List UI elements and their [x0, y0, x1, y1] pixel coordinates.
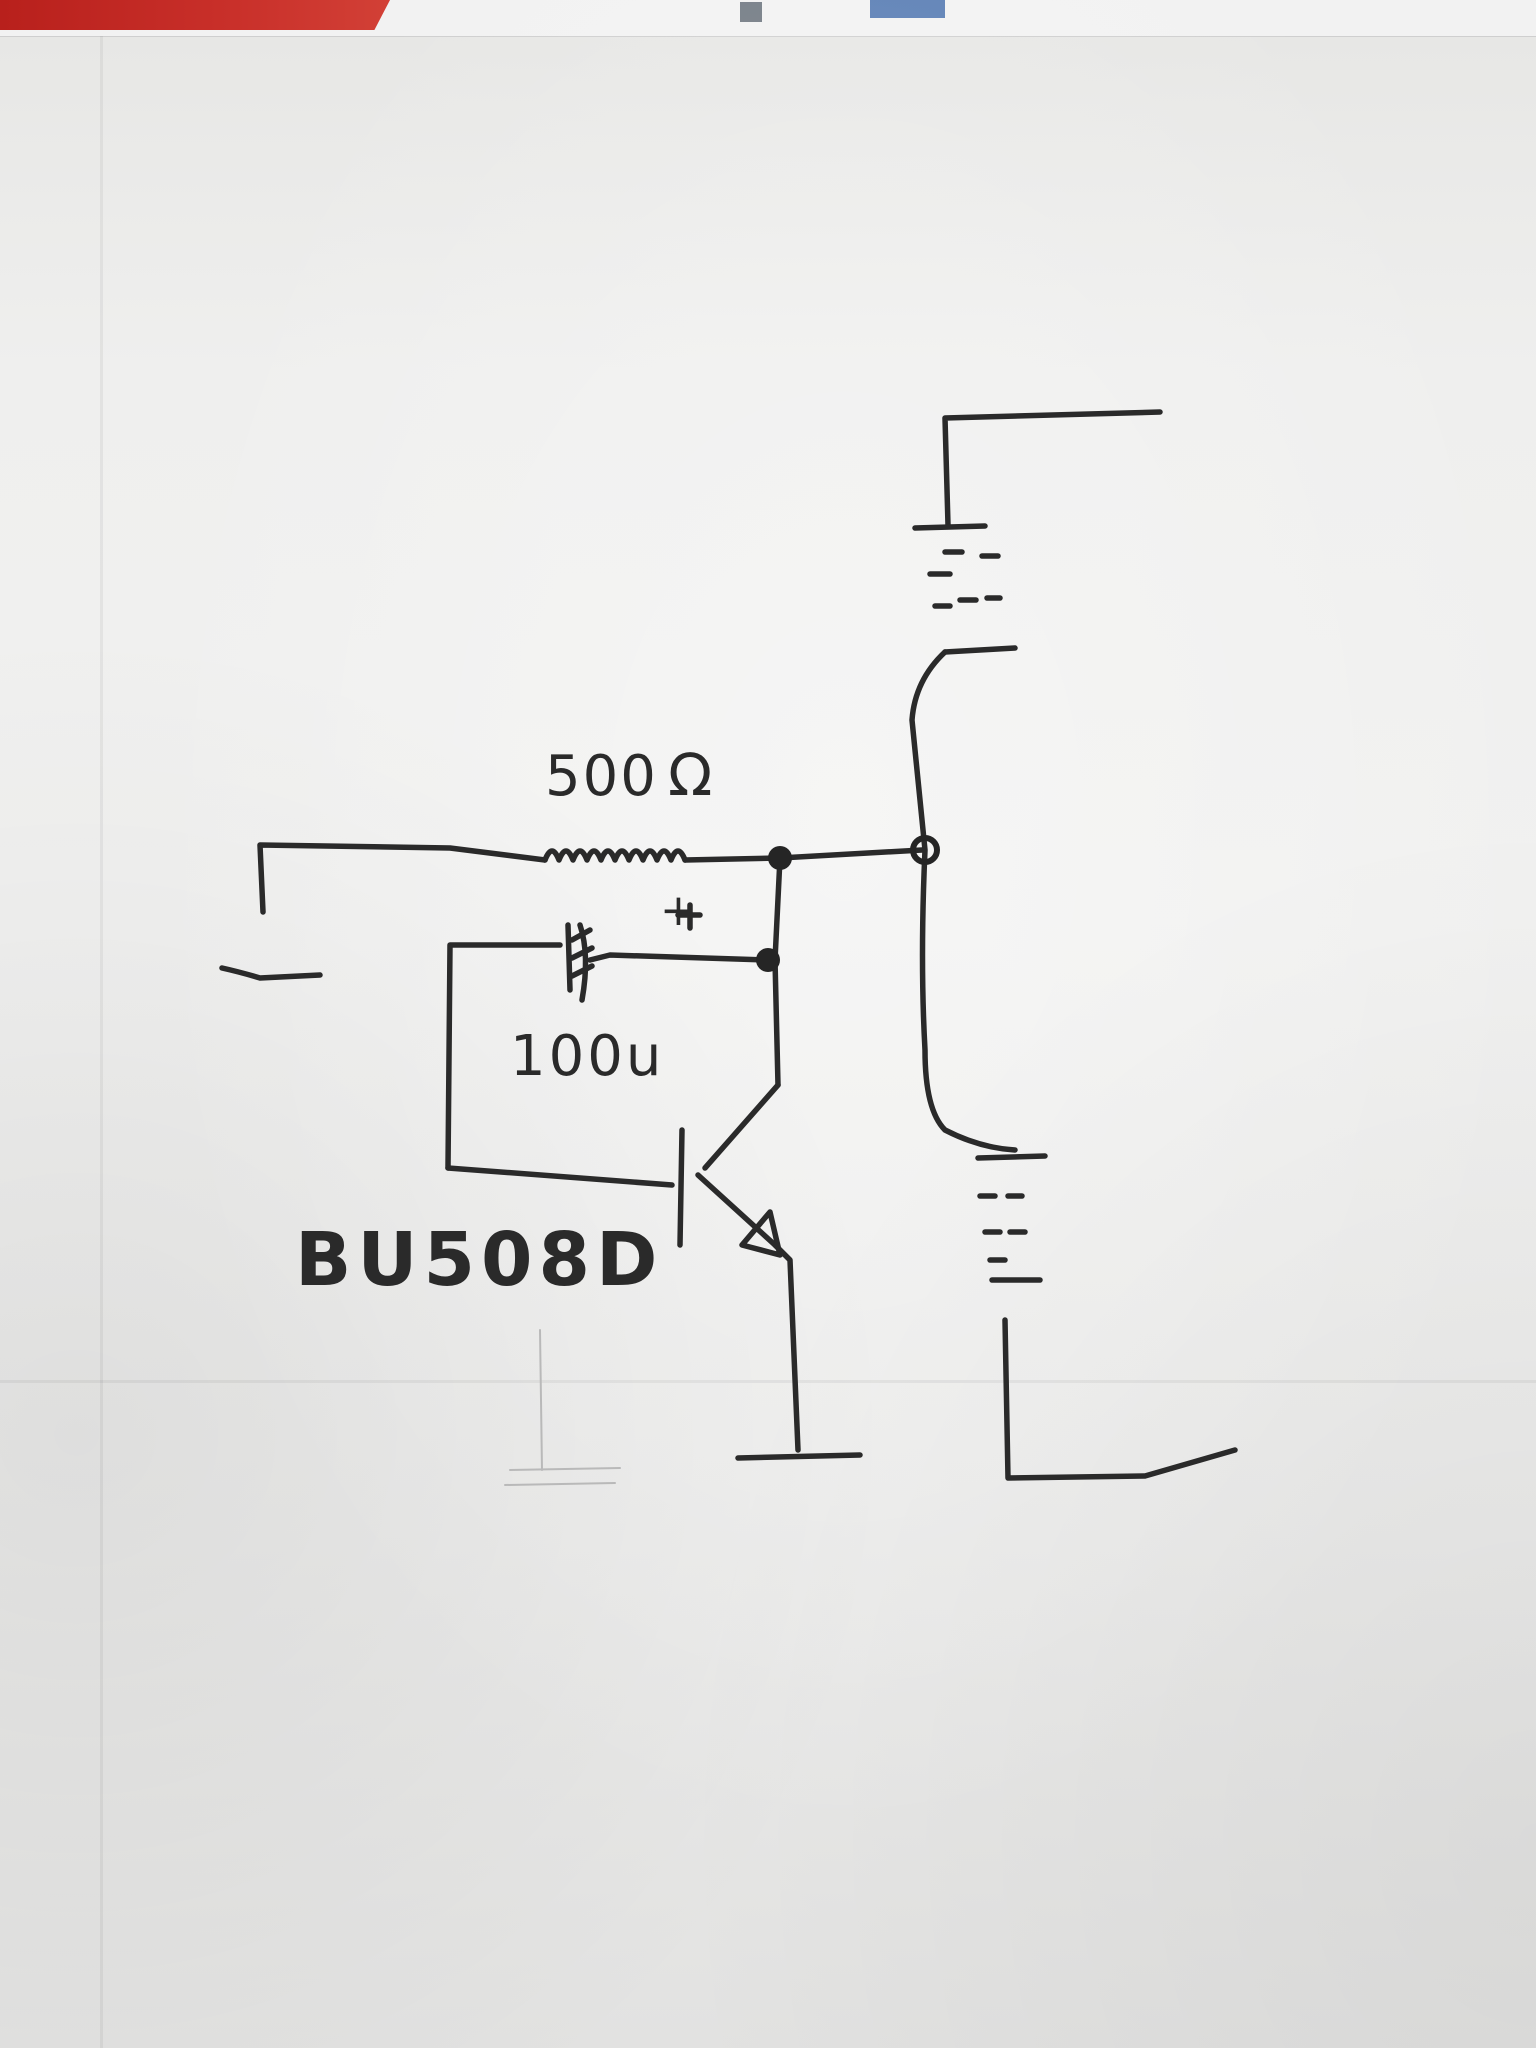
bottom-battery-symbol	[975, 1153, 1238, 1481]
capacitor-branch	[445, 902, 771, 1171]
ohm-symbol: Ω	[668, 741, 712, 809]
base-wire	[445, 1165, 675, 1188]
capacitor-polarity-label: +	[660, 885, 697, 936]
red-printout-edge	[0, 0, 390, 30]
resistor-value-label: 500	[545, 744, 658, 809]
capacitor-value-label: 100u	[510, 1024, 664, 1089]
top-battery-symbol	[912, 409, 1163, 655]
junction-dot-capacitor	[756, 948, 780, 972]
node-to-collector-wire	[702, 855, 783, 1171]
right-rail-wire	[909, 649, 1018, 1153]
blue-printout-edge	[870, 0, 945, 18]
junction-dot-rail	[910, 835, 940, 865]
junction-dot-resistor	[768, 846, 792, 870]
transistor-symbol	[677, 1127, 863, 1461]
junction-dots	[756, 835, 940, 972]
dark-printout-mark	[740, 2, 762, 22]
pencil-ghost-marks	[504, 1329, 621, 1486]
transistor-part-label: BU508D	[295, 1217, 663, 1303]
background-printout-strip	[0, 0, 1536, 37]
